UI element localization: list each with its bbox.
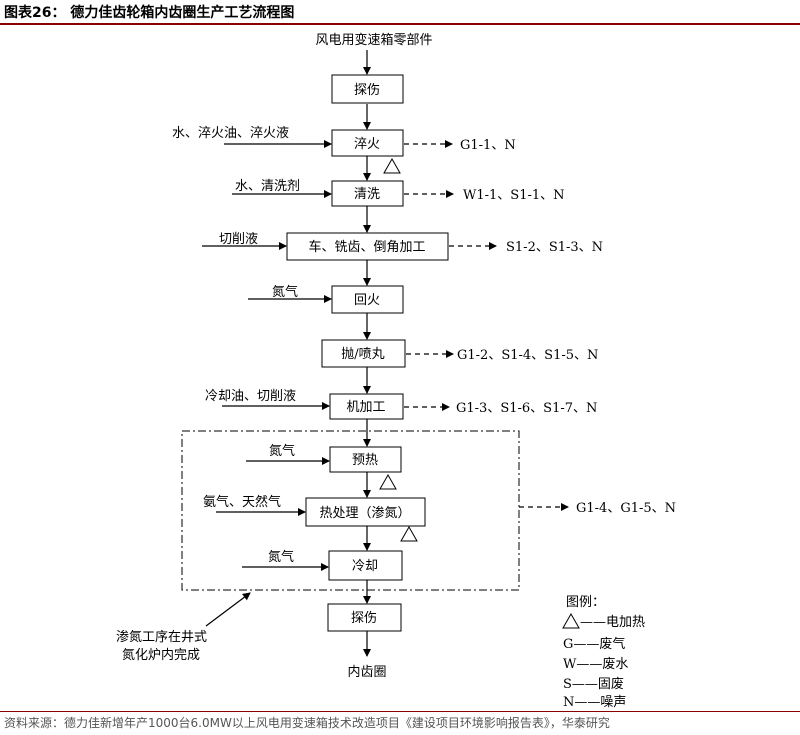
legend-item-noise: N——噪声 <box>563 695 626 710</box>
footer-rule <box>0 711 800 712</box>
step-flaw-detection-1: 探伤 <box>331 74 404 104</box>
step-nitriding: 热处理（渗氮） <box>305 497 426 527</box>
step-temper: 回火 <box>331 285 404 314</box>
emission-label-machine1: S1-2、S1-3、N <box>506 240 603 255</box>
step-label: 探伤 <box>351 611 377 626</box>
step-label: 抛/喷丸 <box>341 347 384 362</box>
input-label-machine1: 切削液 <box>219 232 258 247</box>
step-clean: 清洗 <box>331 180 404 207</box>
input-label-clean: 水、清洗剂 <box>235 179 300 194</box>
electric-heating-triangle-icon <box>383 157 401 174</box>
emission-label-clean: W1-1、S1-1、N <box>463 188 565 203</box>
figure-title: 图表26： 德力佳齿轮箱内齿圈生产工艺流程图 <box>4 5 295 21</box>
legend-item-waste-water: W——废水 <box>563 656 628 672</box>
emission-label-blast: G1-2、S1-4、S1-5、N <box>457 348 598 363</box>
source-note: 资料来源：德力佳新增年产1000台6.0MW以上风电用变速箱技术改造项目《建设项… <box>4 716 610 730</box>
title-rule <box>0 23 800 25</box>
legend-title: 图例： <box>566 595 605 610</box>
step-quench: 淬火 <box>331 129 404 157</box>
legend-item-electric-heating: ——电加热 <box>580 615 645 630</box>
step-label: 清洗 <box>354 187 380 202</box>
step-machining-1: 车、铣齿、倒角加工 <box>286 232 449 261</box>
step-flaw-detection-2: 探伤 <box>327 603 402 632</box>
input-label-nitride: 氨气、天然气 <box>203 494 281 510</box>
step-label: 探伤 <box>354 83 380 98</box>
top-input-label: 风电用变速箱零部件 <box>315 32 432 48</box>
electric-heating-triangle-icon <box>400 525 418 542</box>
input-label-preheat: 氮气 <box>269 443 295 459</box>
step-label: 车、铣齿、倒角加工 <box>308 239 425 255</box>
input-label-machine2: 冷却油、切削液 <box>205 389 296 404</box>
step-label: 回火 <box>354 293 380 308</box>
annotation-arrow <box>205 592 251 627</box>
electric-heating-triangle-icon <box>379 473 397 490</box>
legend: 图例： ——电加热 G——废气 W——废水 S——固废 N——噪声 <box>562 595 645 710</box>
step-machining-2: 机加工 <box>329 393 404 420</box>
legend-item-solid-waste: S——固废 <box>563 676 624 692</box>
step-label: 冷却 <box>352 559 378 574</box>
triangle-icon <box>562 612 580 629</box>
step-label: 热处理（渗氮） <box>319 506 410 521</box>
nitriding-process-group-boundary <box>181 430 520 591</box>
step-preheat: 预热 <box>329 446 402 473</box>
annotation-line-2: 氮化炉内完成 <box>122 647 200 663</box>
step-label: 预热 <box>352 453 378 468</box>
emission-label-nitriding-group: G1-4、G1-5、N <box>576 501 676 516</box>
legend-item-waste-gas: G——废气 <box>563 636 625 652</box>
emission-label-machine2: G1-3、S1-6、S1-7、N <box>456 401 597 416</box>
step-label: 淬火 <box>354 137 380 152</box>
input-label-quench: 水、淬火油、淬火液 <box>172 126 289 141</box>
step-cool: 冷却 <box>328 550 403 581</box>
step-shot-blast: 抛/喷丸 <box>321 339 406 368</box>
annotation-line-1: 渗氮工序在井式 <box>116 630 207 645</box>
step-label: 机加工 <box>346 400 385 415</box>
emission-label-quench: G1-1、N <box>460 138 516 153</box>
input-label-temper: 氮气 <box>272 284 298 300</box>
output-label: 内齿圈 <box>347 664 386 680</box>
process-flow-diagram: 风电用变速箱零部件 探伤 淬火 清洗 车、铣齿、倒角加工 回火 抛/喷丸 机加工 <box>116 32 676 710</box>
input-label-cool: 氮气 <box>268 549 294 565</box>
